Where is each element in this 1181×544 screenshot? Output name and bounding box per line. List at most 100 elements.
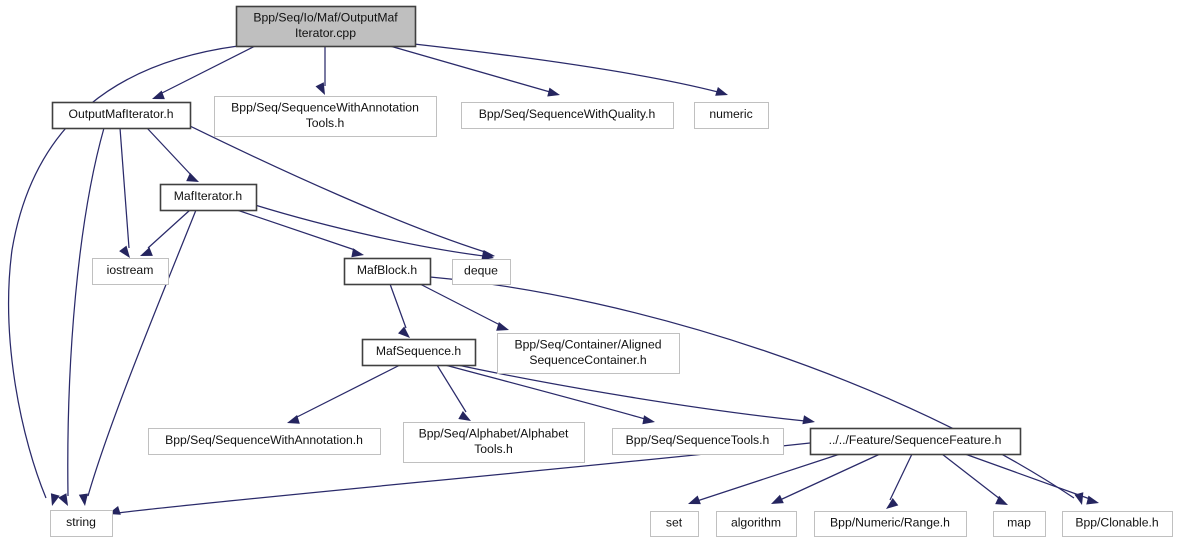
edge-line xyxy=(696,453,841,502)
edge-line xyxy=(87,209,197,497)
arrowhead-icon xyxy=(688,495,701,505)
node-box[interactable] xyxy=(650,511,699,537)
edge-line xyxy=(147,209,191,249)
graph-node-deque[interactable]: deque xyxy=(452,259,511,285)
edge-line xyxy=(419,283,501,326)
node-label: string xyxy=(66,515,96,529)
edge-line xyxy=(389,283,407,329)
graph-edge-mafseq-to-alphatools xyxy=(436,364,471,421)
edge-line xyxy=(67,127,105,497)
arrowhead-icon xyxy=(78,493,88,506)
graph-node-outputmaf[interactable]: OutputMafIterator.h xyxy=(51,101,192,130)
graph-node-algorithm[interactable]: algorithm xyxy=(716,511,797,537)
edge-line xyxy=(429,276,1075,499)
node-box[interactable] xyxy=(235,5,417,48)
node-box[interactable] xyxy=(612,428,784,455)
node-box[interactable] xyxy=(50,510,113,537)
graph-node-range[interactable]: Bpp/Numeric/Range.h xyxy=(814,511,967,537)
node-label: Bpp/Numeric/Range.h xyxy=(830,516,950,530)
arrowhead-icon xyxy=(351,248,364,258)
arrowhead-icon xyxy=(315,82,325,95)
node-box[interactable] xyxy=(1062,511,1173,537)
node-box[interactable] xyxy=(159,183,258,212)
node-box[interactable] xyxy=(814,511,967,537)
graph-edge-mafblock-to-alignedsc xyxy=(419,283,509,331)
node-label: map xyxy=(1007,516,1031,530)
node-box[interactable] xyxy=(694,102,769,129)
graph-edge-mafseq-to-seqwann xyxy=(287,364,401,424)
node-label: iostream xyxy=(107,263,154,277)
node-box[interactable] xyxy=(993,511,1046,537)
arrowhead-icon xyxy=(802,415,815,425)
node-box[interactable] xyxy=(716,511,797,537)
node-label: MafIterator.h xyxy=(174,189,242,203)
node-label: Bpp/Seq/SequenceWithQuality.h xyxy=(479,107,656,121)
arrowhead-icon xyxy=(119,245,130,258)
node-label: Bpp/Clonable.h xyxy=(1075,516,1158,530)
edge-line xyxy=(779,453,881,501)
node-box[interactable] xyxy=(343,257,432,286)
graph-node-seqtools[interactable]: Bpp/Seq/SequenceTools.h xyxy=(612,428,784,455)
graph-node-iostream[interactable]: iostream xyxy=(92,258,169,285)
arrowhead-icon xyxy=(715,87,728,96)
node-box[interactable] xyxy=(148,428,381,455)
graph-node-seqwann[interactable]: Bpp/Seq/SequenceWithAnnotation.h xyxy=(148,428,381,455)
arrowhead-icon xyxy=(152,90,165,100)
edge-line xyxy=(146,127,193,177)
edge-line xyxy=(447,362,806,422)
edge-line xyxy=(889,453,913,501)
edge-line xyxy=(189,125,486,253)
graph-node-numeric[interactable]: numeric xyxy=(694,102,769,129)
node-label: MafBlock.h xyxy=(357,263,417,277)
edge-line xyxy=(254,204,485,257)
graph-node-clonable[interactable]: Bpp/Clonable.h xyxy=(1062,511,1173,537)
graph-edge-seqfeature-to-set xyxy=(688,453,841,505)
edge-line xyxy=(964,453,1091,500)
node-label: Bpp/Seq/SequenceWithAnnotation.h xyxy=(165,433,363,447)
node-box[interactable] xyxy=(452,259,511,285)
edge-line xyxy=(444,364,646,420)
graph-node-mafiter[interactable]: MafIterator.h xyxy=(159,183,258,212)
graph-node-seqqual[interactable]: Bpp/Seq/SequenceWithQuality.h xyxy=(461,102,674,129)
graph-node-mafblock[interactable]: MafBlock.h xyxy=(343,257,432,286)
arrowhead-icon xyxy=(58,493,68,506)
arrowhead-icon xyxy=(287,415,300,424)
graph-node-set[interactable]: set xyxy=(650,511,699,537)
graph-edge-mafiter-to-mafblock xyxy=(236,209,364,258)
node-box[interactable] xyxy=(809,427,1022,456)
arrowhead-icon xyxy=(771,494,784,504)
node-label: set xyxy=(666,516,683,530)
node-label: MafSequence.h xyxy=(376,344,461,358)
node-box[interactable] xyxy=(214,96,437,137)
node-box[interactable] xyxy=(51,101,192,130)
graph-edge-seqfeature-to-clonable xyxy=(964,453,1099,505)
node-box[interactable] xyxy=(461,102,674,129)
graph-node-seqfeature[interactable]: ../../Feature/SequenceFeature.h xyxy=(809,427,1022,456)
arrowhead-icon xyxy=(398,326,410,338)
graph-edge-root-to-string xyxy=(8,45,239,506)
graph-edge-mafiter-to-iostream xyxy=(140,209,191,256)
graph-edge-outputmaf-to-iostream xyxy=(119,127,130,258)
edge-line xyxy=(436,364,467,413)
graph-edge-mafiter-to-deque xyxy=(254,204,494,261)
node-box[interactable] xyxy=(361,338,477,367)
graph-node-map[interactable]: map xyxy=(993,511,1046,537)
arrowhead-icon xyxy=(547,87,560,97)
graph-edge-mafblock-to-clonable xyxy=(429,276,1084,505)
graph-node-string[interactable]: string xyxy=(50,510,113,537)
graph-node-mafseq[interactable]: MafSequence.h xyxy=(361,338,477,367)
node-label: Bpp/Seq/SequenceTools.h xyxy=(626,433,770,447)
graph-edge-root-to-outputmaf xyxy=(152,45,256,100)
node-box[interactable] xyxy=(403,422,585,463)
node-box[interactable] xyxy=(92,258,169,285)
graph-edge-root-to-numeric xyxy=(413,43,728,96)
node-box[interactable] xyxy=(497,333,680,374)
